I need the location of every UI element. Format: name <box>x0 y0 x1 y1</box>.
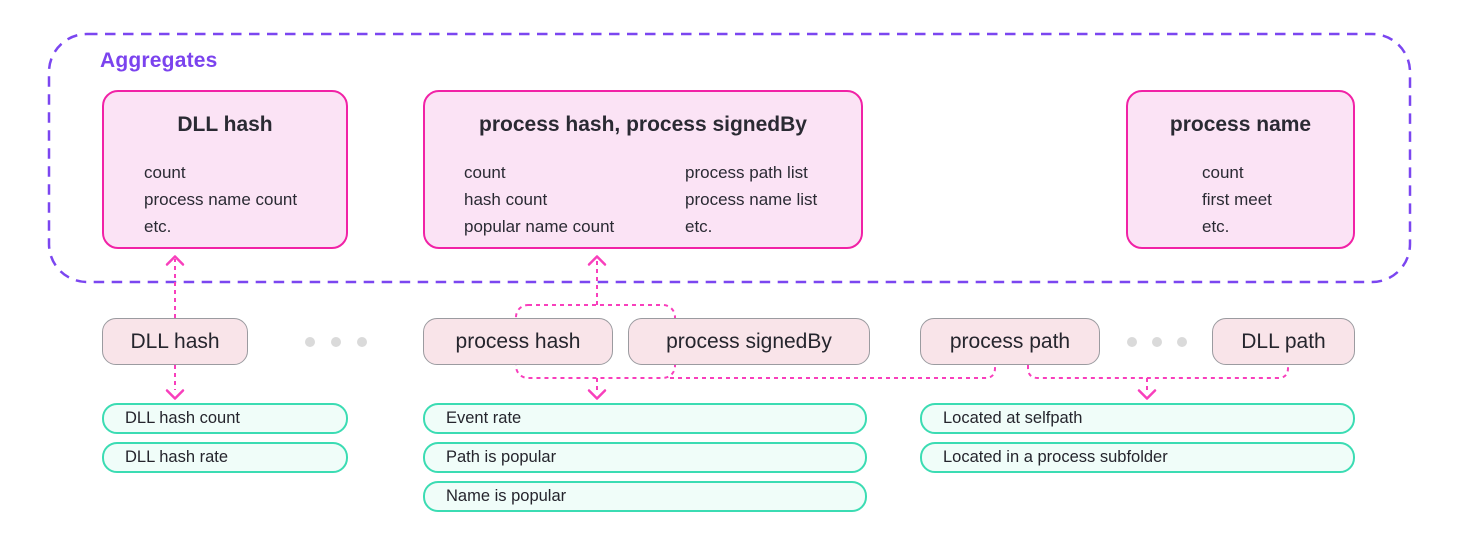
feature-pill: Path is popular <box>423 442 867 473</box>
feature-label: Path is popular <box>446 448 557 466</box>
aggregate-item: first meet <box>1202 190 1272 209</box>
aggregate-item: etc. <box>685 217 713 236</box>
feature-pill: DLL hash count <box>102 403 348 434</box>
feature-label: Name is popular <box>446 487 567 505</box>
aggregate-item: popular name count <box>464 217 615 236</box>
aggregate-item: count <box>144 163 186 182</box>
aggregate-box-process-hash-signedby: process hash, process signedBy count has… <box>423 90 863 249</box>
feature-pill: Located at selfpath <box>920 403 1355 434</box>
tag-label: DLL path <box>1241 329 1326 353</box>
feature-label: Event rate <box>446 409 522 427</box>
aggregate-item: count <box>464 163 506 182</box>
tag-dll-hash: DLL hash <box>102 318 248 365</box>
feature-label: DLL hash count <box>125 409 240 427</box>
tag-dll-path: DLL path <box>1212 318 1355 365</box>
aggregate-box-title: process name <box>1169 113 1312 136</box>
tag-process-hash: process hash <box>423 318 613 365</box>
arrow-down-icon <box>1137 389 1157 400</box>
feature-label: Located in a process subfolder <box>943 448 1168 466</box>
aggregate-item: etc. <box>144 217 172 236</box>
aggregate-box-title: process hash, process signedBy <box>479 113 807 136</box>
tag-process-path: process path <box>920 318 1100 365</box>
tag-label: process hash <box>455 329 581 353</box>
feature-pill: Located in a process subfolder <box>920 442 1355 473</box>
aggregate-box-dll-hash: DLL hash count process name count etc. <box>102 90 348 249</box>
feature-pill: Event rate <box>423 403 867 434</box>
feature-label: Located at selfpath <box>943 409 1083 427</box>
tag-process-signedby: process signedBy <box>628 318 870 365</box>
connector-processpath-dllpath <box>1027 365 1289 379</box>
arrow-up-icon <box>587 255 607 266</box>
aggregate-item: process name list <box>685 190 818 209</box>
arrow-down-icon <box>165 389 185 400</box>
aggregate-item: count <box>1202 163 1244 182</box>
aggregates-panel-dashed-border <box>47 32 1412 284</box>
dot-icon <box>331 337 341 347</box>
aggregate-item: process path list <box>685 163 808 182</box>
aggregate-item: process name count <box>144 190 298 209</box>
tag-label: process signedBy <box>666 329 832 353</box>
dot-icon <box>1152 337 1162 347</box>
dot-icon <box>357 337 367 347</box>
dot-icon <box>1177 337 1187 347</box>
aggregate-item: etc. <box>1202 217 1230 236</box>
aggregates-panel-label: Aggregates <box>100 49 218 72</box>
dot-icon <box>305 337 315 347</box>
tag-label: process path <box>949 329 1071 353</box>
feature-label: DLL hash rate <box>125 448 229 466</box>
aggregate-box-process-name: process name count first meet etc. <box>1126 90 1355 249</box>
aggregate-box-title: DLL hash <box>177 113 273 136</box>
dot-icon <box>1127 337 1137 347</box>
arrow-up-icon <box>165 255 185 266</box>
feature-pill: Name is popular <box>423 481 867 512</box>
connector-group-to-processpath <box>670 365 996 379</box>
tag-label: DLL hash <box>130 329 220 353</box>
arrow-down-icon <box>587 389 607 400</box>
aggregate-item: hash count <box>464 190 548 209</box>
feature-pill: DLL hash rate <box>102 442 348 473</box>
